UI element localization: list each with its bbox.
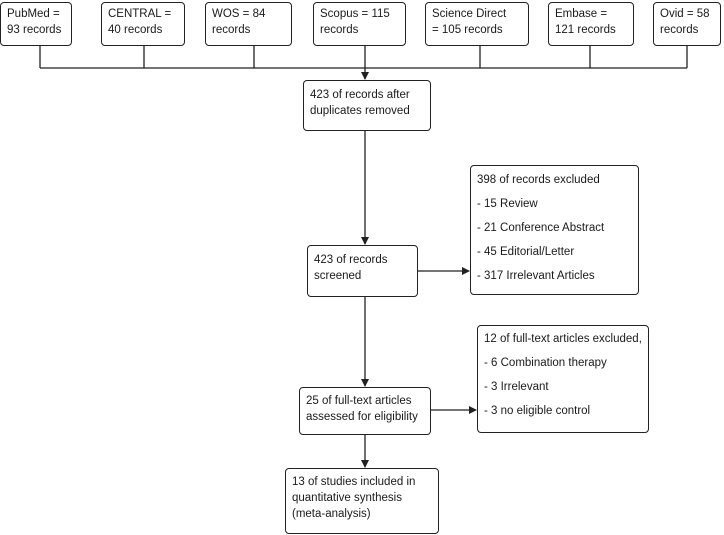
source-box-pubmed: PubMed = 93 records [0,2,72,46]
excluded-fulltext-box: 12 of full-text articles excluded, - 6 C… [477,325,649,433]
source-text: Scopus = 115 records [320,8,390,36]
included-box: 13 of studies included in quantitative s… [285,468,439,534]
after-duplicates-box: 423 of records after duplicates removed [303,80,431,131]
excluded-records-item: - 21 Conference Abstract [477,222,605,234]
source-text: Ovid = 58 records [660,8,710,36]
source-text: Embase = 121 records [555,8,616,36]
excluded-fulltext-item: - 3 Irrelevant [484,381,549,393]
source-box-scopus: Scopus = 115 records [313,2,406,46]
excluded-records-item: - 15 Review [477,198,538,210]
source-text: CENTRAL = 40 records [108,8,172,36]
source-box-science-direct: Science Direct = 105 records [425,2,529,46]
excluded-fulltext-item: - 3 no eligible control [484,405,591,417]
source-text: Science Direct = 105 records [432,8,507,36]
fulltext-box: 25 of full-text articles assessed for el… [299,387,431,435]
source-box-ovid: Ovid = 58 records [653,2,721,46]
source-text: WOS = 84 records [212,8,266,36]
screened-box: 423 of records screened [307,245,418,297]
excluded-records-item: - 45 Editorial/Letter [477,246,575,258]
source-box-wos: WOS = 84 records [205,2,292,46]
screened-text: 423 of records screened [314,254,388,282]
excluded-records-box: 398 of records excluded - 15 Review - 21… [470,165,639,295]
excluded-fulltext-item: - 6 Combination therapy [484,357,607,369]
source-text: PubMed = 93 records [7,8,62,36]
excluded-records-title: 398 of records excluded [477,174,600,186]
fulltext-text: 25 of full-text articles assessed for el… [306,395,418,423]
source-box-central: CENTRAL = 40 records [101,2,185,46]
source-box-embase: Embase = 121 records [548,2,634,46]
excluded-records-item: - 317 Irrelevant Articles [477,270,595,282]
after-duplicates-text: 423 of records after duplicates removed [310,89,410,117]
included-text: 13 of studies included in quantitative s… [292,476,416,520]
excluded-fulltext-title: 12 of full-text articles excluded, [484,333,642,345]
